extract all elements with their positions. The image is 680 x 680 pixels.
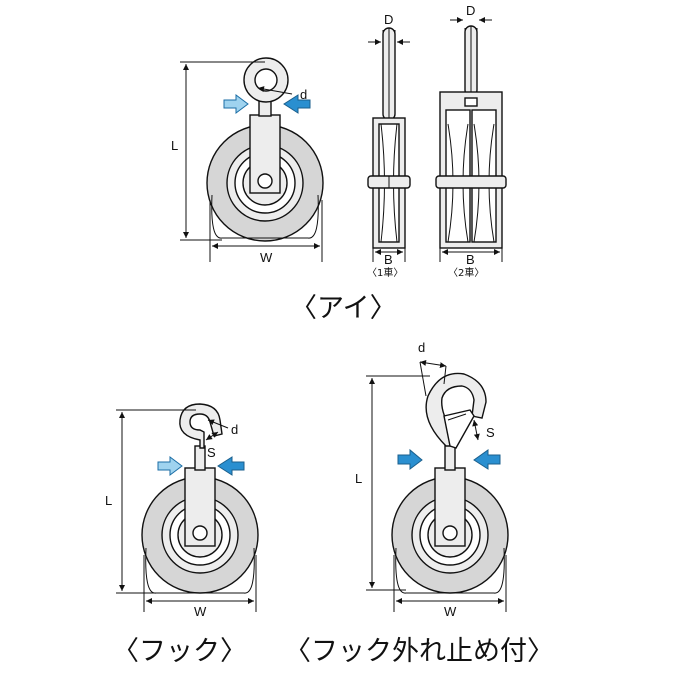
dim-label-W-latch: W [444,604,457,619]
dim-label-B-single: B [384,252,393,267]
hook-block-front-view [116,403,259,612]
dim-label-d-hook: d [231,422,238,437]
variant-label-double: 〈2車〉 [448,266,484,279]
dim-label-S-latch: S [486,425,495,440]
dim-label-d-eye: d [300,87,307,102]
dim-label-S-hook: S [207,445,216,460]
single-sheave-side-view [367,27,411,262]
dim-label-L-hook: L [105,493,112,508]
caption-hook-latch: 〈フック外れ止め付〉 [284,636,554,667]
dim-label-D-single: D [384,12,393,27]
dim-label-D-double: D [466,3,475,18]
dim-label-W-eye: W [260,250,273,265]
variant-label-single: 〈1車〉 [367,266,403,279]
dim-label-W-hook: W [194,604,207,619]
dim-label-L-latch: L [355,471,362,486]
double-sheave-side-view [435,17,507,262]
caption-hook: 〈フック〉 [112,636,247,667]
eye-block-front-view [180,57,324,262]
dim-label-B-double: B [466,252,475,267]
hook-latch-block-front-view [366,359,509,612]
caption-eye: 〈アイ〉 [290,293,397,324]
dim-label-d-latch: d [418,340,425,355]
dim-label-L-eye: L [171,138,178,153]
